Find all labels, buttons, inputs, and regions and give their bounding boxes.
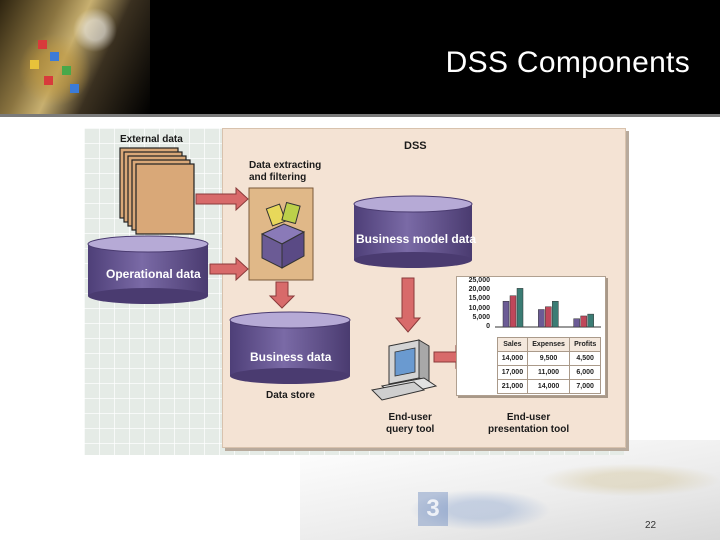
y-tick-label: 20,000 [468, 286, 490, 294]
y-tick-label: 10,000 [468, 304, 490, 312]
table-cell: 4,500 [569, 351, 601, 366]
background-number: 3 [418, 492, 448, 526]
table-row: 21,000 14,000 7,000 [497, 379, 601, 394]
color-swatch [50, 52, 59, 61]
page-number: 22 [645, 520, 657, 531]
chart-bar [573, 318, 580, 328]
table-row: 17,000 11,000 6,000 [497, 365, 601, 380]
table-row: 14,000 9,500 4,500 [497, 351, 601, 366]
background-decoration [300, 440, 720, 540]
chart-bar [509, 295, 517, 328]
diagram-graphics [87, 147, 473, 401]
query-tool-label: End-user query tool [386, 412, 435, 435]
chart-bar [502, 300, 510, 328]
arrow-extract-to-datastore [268, 281, 296, 309]
operational-data-label: Operational data [106, 267, 201, 281]
table-cell: 6,000 [569, 365, 601, 380]
chart-bar [587, 313, 594, 328]
business-data-cylinder [229, 311, 351, 384]
dss-diagram: External data DSS Data extracting and fi… [84, 128, 626, 455]
y-tick-label: 25,000 [468, 277, 490, 284]
bar-chart [495, 288, 601, 328]
arrow-external-to-extract [195, 186, 249, 212]
extract-filter-box [248, 187, 314, 281]
color-swatch [44, 76, 53, 85]
data-store-label: Data store [266, 390, 315, 401]
table-cell: 11,000 [526, 365, 571, 380]
table-cell: 14,000 [497, 351, 528, 366]
dss-label: DSS [404, 140, 427, 152]
chart-bar [538, 309, 545, 328]
external-data-documents [119, 147, 195, 235]
color-swatch [38, 40, 47, 49]
table-cell: 9,500 [526, 351, 571, 366]
color-swatch [70, 84, 79, 93]
table-cell: 14,000 [526, 379, 571, 394]
chart-bar [580, 315, 587, 328]
external-data-label: External data [120, 134, 183, 145]
business-model-data-label: Business model data [356, 232, 477, 246]
y-tick-label: 5,000 [472, 313, 490, 321]
table-cell: 17,000 [497, 365, 528, 380]
color-swatch [30, 60, 39, 69]
business-model-data-cylinder [353, 195, 473, 268]
y-tick-label: 15,000 [468, 295, 490, 303]
table-header: Expenses [526, 337, 571, 352]
business-data-label: Business data [250, 350, 332, 364]
table-cell: 21,000 [497, 379, 528, 394]
chart-bar [516, 288, 524, 328]
table-header: Sales [497, 337, 528, 352]
extract-filter-label: Data extracting and filtering [249, 160, 322, 183]
computer-icon [370, 339, 438, 401]
chart-bar [552, 300, 559, 328]
arrow-operational-to-extract [209, 256, 249, 282]
operational-data-cylinder [87, 235, 209, 304]
color-swatch [62, 66, 71, 75]
banner-photo [0, 0, 150, 114]
table-cell: 7,000 [569, 379, 601, 394]
chart-bar [545, 306, 552, 328]
header-banner: DSS Components [0, 0, 720, 117]
y-tick-label: 0 [486, 323, 490, 330]
page-title: DSS Components [445, 46, 690, 79]
table-header: Profits [569, 337, 601, 352]
data-table: Sales Expenses Profits 14,000 9,500 4,50… [497, 337, 601, 394]
presentation-tool-label: End-user presentation tool [488, 412, 570, 435]
arrow-model-to-query [394, 277, 422, 333]
